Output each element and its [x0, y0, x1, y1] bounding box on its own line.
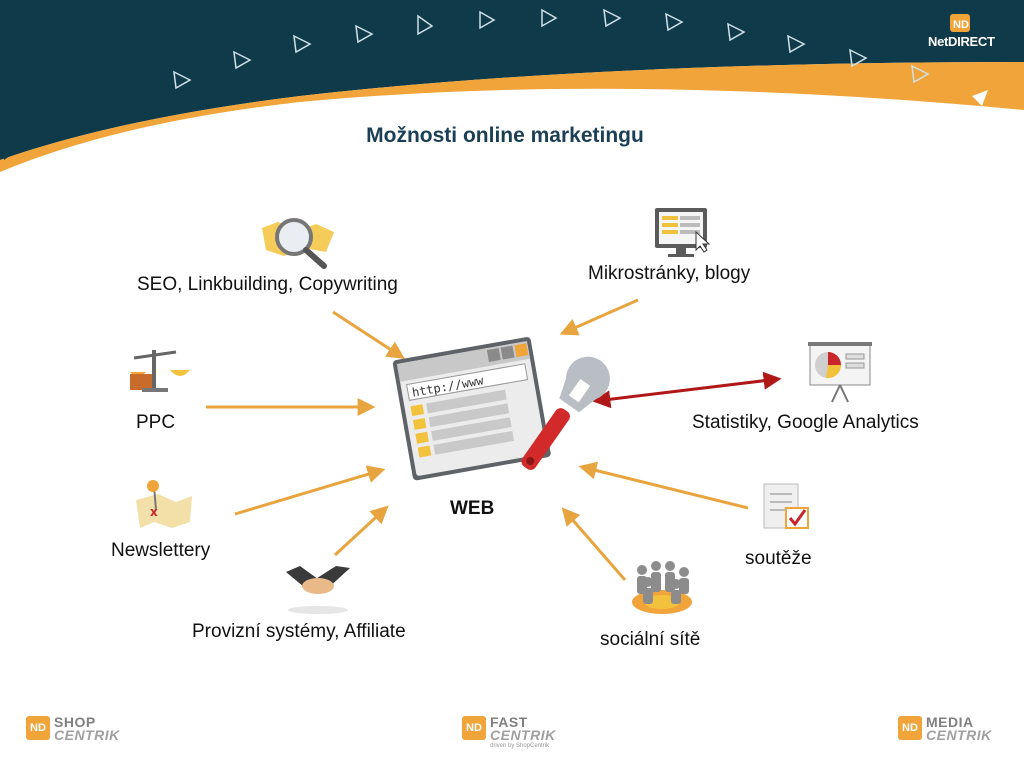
fastcentrik-logo: ND FAST CENTRIK driven by ShopCentrik [462, 714, 572, 749]
logo-line2: CENTRIK [54, 727, 120, 743]
brand-name: NetDIRECT [928, 34, 995, 49]
arrow-analytics [592, 371, 782, 409]
mediacentrik-logo: ND MEDIA CENTRIK [898, 714, 1008, 748]
header-band [0, 0, 1024, 172]
logo-line2: CENTRIK [926, 727, 992, 743]
arrow-social [561, 507, 627, 581]
logo-subline: driven by ShopCentrik [490, 743, 550, 749]
label-affiliate: Provizní systémy, Affiliate [192, 621, 406, 642]
monitor-cursor-icon [655, 208, 711, 257]
nd-logo-icon: ND [898, 716, 922, 740]
shopcentrik-logo: ND SHOP CENTRIK [26, 714, 136, 748]
people-group-icon [632, 561, 692, 614]
svg-text:x: x [150, 505, 158, 519]
arrow-microsites [559, 298, 639, 336]
label-ppc: PPC [136, 412, 176, 433]
handshake-icon [286, 566, 350, 614]
map-pin-icon: x [136, 480, 192, 528]
checklist-icon [763, 483, 809, 529]
logo-line1: MEDIA [926, 714, 974, 730]
arrow-newsletter [234, 465, 386, 516]
magnifier-map-icon [262, 218, 334, 269]
arrow-contests [578, 461, 749, 510]
triangle-decorations [173, 8, 930, 90]
label-analytics: Statistiky, Google Analytics [692, 412, 919, 433]
logo-line1: FAST [490, 714, 528, 730]
logo-line2: CENTRIK [490, 727, 556, 743]
arrow-affiliate [333, 505, 389, 557]
svg-text:ND: ND [953, 19, 969, 31]
label-web: WEB [450, 498, 495, 519]
arrow-seo [332, 310, 406, 359]
browser-wrench-icon: http://www [392, 337, 610, 481]
nd-logo-icon: ND [26, 716, 50, 740]
scales-icon [130, 350, 190, 392]
label-microsites: Mikrostránky, blogy [588, 263, 751, 284]
label-seo: SEO, Linkbuilding, Copywriting [137, 274, 398, 295]
pie-chart-board-icon [808, 342, 872, 403]
logo-line1: SHOP [54, 714, 96, 730]
label-contests: soutěže [745, 548, 812, 569]
page-title: Možnosti online marketingu [366, 124, 644, 147]
label-newsletter: Newslettery [111, 540, 211, 561]
netdirect-logo: ND [950, 14, 970, 32]
label-social: sociální sítě [600, 629, 701, 650]
nd-logo-icon: ND [462, 716, 486, 740]
